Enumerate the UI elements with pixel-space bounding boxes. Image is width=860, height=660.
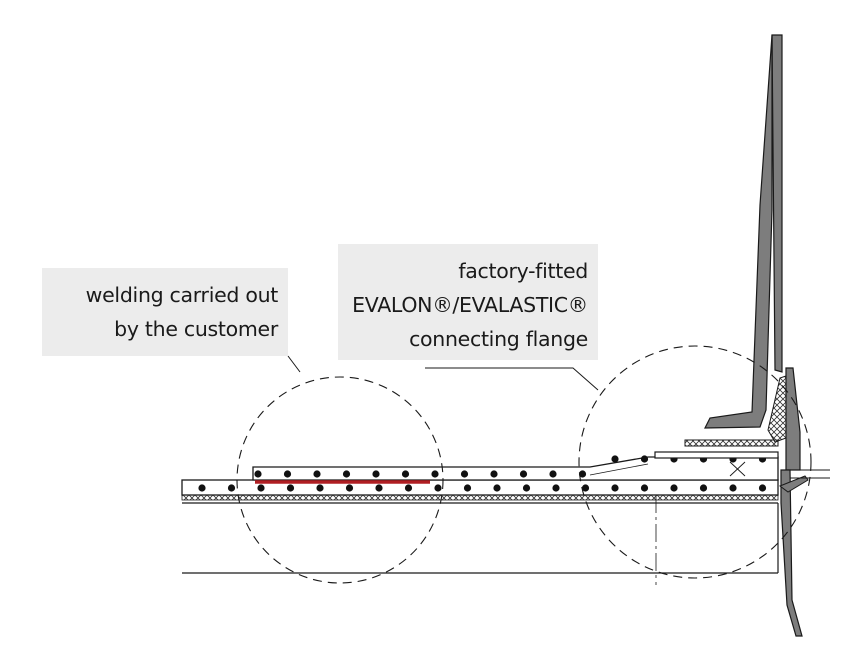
- reinforcement-dot: [552, 484, 560, 492]
- base-structure: [182, 502, 779, 574]
- callout-text-line: EVALON®/EVALASTIC®: [352, 293, 588, 317]
- reinforcement-dot: [375, 484, 383, 492]
- membrane-lower-reinforcement: [198, 484, 767, 492]
- reinforcement-dot: [581, 484, 590, 492]
- callout-customer-weld: welding carried out by the customer: [42, 268, 288, 356]
- reinforcement-dot: [549, 470, 557, 478]
- reinforcement-dot: [227, 484, 236, 492]
- reinforcement-dot: [431, 470, 439, 478]
- reinforcement-dot: [313, 470, 321, 478]
- reinforcement-dot: [401, 470, 410, 478]
- reinforcement-dot: [699, 484, 708, 492]
- reinforcement-dot: [316, 484, 324, 492]
- reinforcement-dot: [640, 455, 649, 463]
- membrane-upper-layer: [252, 455, 779, 481]
- reinforcement-dot: [578, 470, 587, 478]
- reinforcement-dot: [611, 455, 619, 463]
- reinforcement-dot: [490, 470, 498, 478]
- reinforcement-dot: [611, 484, 619, 492]
- reinforcement-dot: [460, 470, 469, 478]
- callout-text-line: factory-fitted: [458, 259, 588, 283]
- callout-text-line: connecting flange: [409, 327, 588, 351]
- reinforcement-dot: [286, 484, 295, 492]
- reinforcement-dot: [758, 484, 767, 492]
- steel-angle: [704, 34, 830, 637]
- reinforcement-dot: [463, 484, 472, 492]
- leader-line-customer-weld: [287, 355, 301, 373]
- leader-line-factory-flange: [425, 367, 599, 391]
- reinforcement-dot: [729, 484, 737, 492]
- callout-text-line: by the customer: [114, 317, 278, 341]
- reinforcement-dot: [434, 484, 442, 492]
- reinforcement-dot: [372, 470, 380, 478]
- flange-plates: [654, 439, 779, 477]
- reinforcement-dot: [283, 470, 292, 478]
- callout-factory-flange: factory-fitted EVALON®/EVALASTIC® connec…: [338, 244, 598, 360]
- reinforcement-dot: [404, 484, 413, 492]
- reinforcement-dot: [519, 470, 528, 478]
- detail-circle-factory-flange: [578, 345, 812, 579]
- reinforcement-dot: [254, 470, 262, 478]
- reinforcement-dot: [198, 484, 206, 492]
- reinforcement-dot: [670, 484, 678, 492]
- reinforcement-dot: [257, 484, 265, 492]
- reinforcement-dot: [640, 484, 649, 492]
- reinforcement-dot: [345, 484, 354, 492]
- callout-text-line: welding carried out: [85, 283, 279, 307]
- detail-circle-customer-weld: [236, 376, 444, 584]
- reinforcement-dot: [493, 484, 501, 492]
- reinforcement-dot: [522, 484, 531, 492]
- reinforcement-dot: [342, 470, 351, 478]
